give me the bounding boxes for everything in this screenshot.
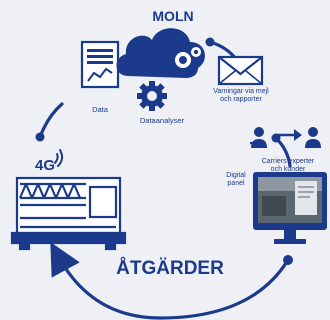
actions-label: ÅTGÄRDER (116, 258, 224, 279)
arc-top-right-dot (205, 37, 215, 47)
warnings-label-line1: Varningar via mejl (213, 88, 269, 95)
experts-label-line2: och kunder (270, 166, 306, 173)
data-label: Data (92, 105, 108, 114)
panel-label-line2: panel (227, 180, 245, 187)
network-label: 4G (34, 157, 55, 174)
arc-left-dot (35, 132, 45, 142)
warnings-label-line2: och rapporter (220, 96, 262, 103)
experts-label-line1: Carriers experter (261, 158, 315, 165)
data-analysis-label: Dataanalyser (139, 116, 185, 125)
document-chart-icon (80, 40, 120, 89)
monitor-icon (253, 172, 327, 244)
person-transfer-icon (250, 127, 321, 148)
cloud-icon (116, 28, 205, 78)
signal-icon (54, 149, 64, 167)
envelope-icon (217, 55, 264, 86)
panel-label-line1: Digital (226, 172, 246, 179)
gear-icon (137, 81, 167, 111)
arc-bottom-dot (283, 255, 293, 265)
cloud-title: MOLN (152, 8, 194, 24)
chiller-unit-icon (10, 176, 127, 251)
arc-bottom (50, 241, 290, 320)
arc-left (38, 102, 64, 139)
